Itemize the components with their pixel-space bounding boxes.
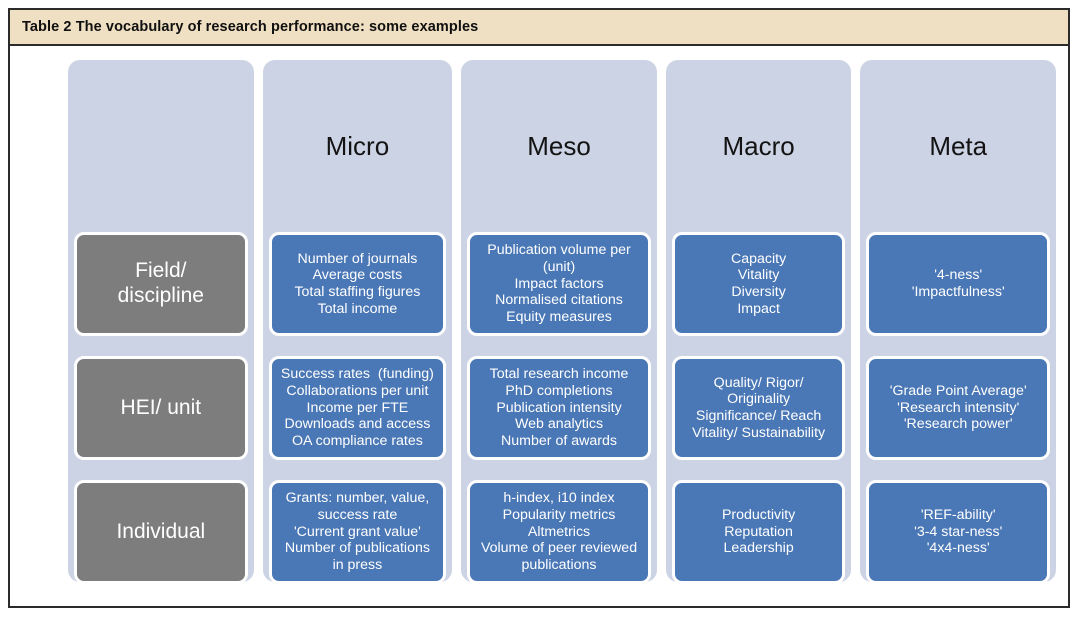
cell-line: Income per FTE <box>306 399 409 416</box>
cell-meso-field-discipline[interactable]: Publication volume per (unit) Impact fac… <box>467 232 651 336</box>
column-header-meta: Meta <box>929 130 988 161</box>
cell-line: Vitality <box>737 267 780 284</box>
cell-line: Popularity metrics <box>502 506 616 523</box>
row-slot: '4-ness' 'Impactfulness' <box>866 232 1051 336</box>
cell-line: Normalised citations <box>495 292 623 309</box>
cell-micro-hei-unit[interactable]: Success rates (funding) Collaborations p… <box>268 356 447 460</box>
column-macro: Macro Capacity Vitality Diversity Impact… <box>665 60 852 584</box>
cell-stack-micro: Number of journals Average costs Total s… <box>268 226 447 584</box>
matrix-grid: Field/ discipline HEI/ unit Individual <box>10 46 1068 606</box>
cell-line: Impact factors <box>514 275 604 292</box>
cell-line: 'Research power' <box>903 416 1013 433</box>
row-label-line: discipline <box>117 284 204 307</box>
cell-line: Altmetrics <box>527 523 591 540</box>
cell-line: 'Research intensity' <box>897 399 1020 416</box>
column-header-macro: Macro <box>722 130 795 161</box>
row-slot: 'REF-ability' '3-4 star-ness' '4x4-ness' <box>866 480 1051 584</box>
cell-line: Capacity <box>731 250 787 267</box>
row-slot: h-index, i10 index Popularity metrics Al… <box>467 480 651 584</box>
cell-macro-field-discipline[interactable]: Capacity Vitality Diversity Impact <box>671 232 846 336</box>
cell-line: Total income <box>317 300 398 317</box>
cell-line: Leadership <box>723 540 794 557</box>
cell-line: Collaborations per unit <box>286 382 429 399</box>
cell-line: 'Impactfulness' <box>911 284 1005 300</box>
cell-line: h-index, i10 index <box>503 490 615 507</box>
row-label-hei-unit[interactable]: HEI/ unit <box>74 356 248 460</box>
cell-line: Average costs <box>312 267 403 284</box>
column-header-meso: Meso <box>527 130 591 161</box>
cell-line: Volume of peer reviewed publications <box>480 540 638 574</box>
cell-line: Vitality/ Sustainability <box>692 424 826 441</box>
cell-line: Reputation <box>724 523 793 540</box>
cell-line: Number of journals <box>297 250 418 267</box>
cell-line: Publication intensity <box>496 399 622 416</box>
cell-line: Web analytics <box>514 416 604 433</box>
cell-line: Publication volume per (unit) <box>487 242 631 275</box>
cell-line: 'REF-ability' <box>920 506 996 523</box>
row-slot: HEI/ unit <box>74 356 248 460</box>
cell-meta-hei-unit[interactable]: 'Grade Point Average' 'Research intensit… <box>866 356 1051 460</box>
cell-line: PhD completions <box>505 382 613 399</box>
cell-line: Productivity <box>721 506 796 523</box>
row-slot: Productivity Reputation Leadership <box>671 480 846 584</box>
row-slot: Capacity Vitality Diversity Impact <box>671 232 846 336</box>
column-micro: Micro Number of journals Average costs T… <box>262 60 453 584</box>
column-row-labels: Field/ discipline HEI/ unit Individual <box>68 60 254 584</box>
cell-line: Quality/ Rigor/ Originality <box>713 374 804 408</box>
cell-macro-individual[interactable]: Productivity Reputation Leadership <box>671 480 846 584</box>
cell-meso-hei-unit[interactable]: Total research income PhD completions Pu… <box>467 356 651 460</box>
column-header-row-labels <box>74 66 248 226</box>
row-slot: Number of journals Average costs Total s… <box>268 232 447 336</box>
cell-line: Success rates (funding) <box>280 366 434 383</box>
cell-line: OA compliance rates <box>291 433 423 450</box>
table-caption-text: Table 2 The vocabulary of research perfo… <box>22 19 479 35</box>
row-label-line: Field/ <box>135 259 187 283</box>
cell-line: '3-4 star-ness' <box>914 523 1003 540</box>
cell-line: 'Grade Point Average' <box>889 382 1027 399</box>
cell-meta-field-discipline[interactable]: '4-ness' 'Impactfulness' <box>866 232 1051 336</box>
cell-stack-meso: Publication volume per (unit) Impact fac… <box>467 226 651 584</box>
row-label-line: HEI/ unit <box>120 395 202 419</box>
cell-line: '4x4-ness' <box>926 540 990 557</box>
cell-line: Downloads and access <box>284 416 431 433</box>
cell-stack-meta: '4-ness' 'Impactfulness' 'Grade Point Av… <box>866 226 1051 584</box>
row-slot: Quality/ Rigor/ Originality Significance… <box>671 356 846 460</box>
cell-line: Total staffing figures <box>294 284 421 300</box>
column-header-micro: Micro <box>325 130 390 161</box>
cell-macro-hei-unit[interactable]: Quality/ Rigor/ Originality Significance… <box>671 356 846 460</box>
row-slot: Field/ discipline <box>74 232 248 336</box>
row-slot: Total research income PhD completions Pu… <box>467 356 651 460</box>
cell-line: Number of publications in press <box>284 540 430 574</box>
cell-stack-macro: Capacity Vitality Diversity Impact Quali… <box>671 226 846 584</box>
row-label-individual[interactable]: Individual <box>74 480 248 584</box>
cell-line: 'Current grant value' <box>293 523 421 540</box>
column-meta: Meta '4-ness' 'Impactfulness' 'Grade Poi… <box>860 60 1057 584</box>
row-slot: Publication volume per (unit) Impact fac… <box>467 232 651 336</box>
row-slot: 'Grade Point Average' 'Research intensit… <box>866 356 1051 460</box>
cell-line: Grants: number, value, success rate <box>285 490 430 523</box>
row-label-field-discipline[interactable]: Field/ discipline <box>74 232 248 336</box>
cell-line: Diversity <box>731 284 786 300</box>
cell-line: Number of awards <box>501 433 617 450</box>
table-frame: Table 2 The vocabulary of research perfo… <box>8 8 1070 608</box>
cell-line: Total research income <box>489 366 629 383</box>
cell-line: Significance/ Reach <box>695 408 822 424</box>
cell-meta-individual[interactable]: 'REF-ability' '3-4 star-ness' '4x4-ness' <box>866 480 1051 584</box>
row-slot: Success rates (funding) Collaborations p… <box>268 356 447 460</box>
cell-line: '4-ness' <box>934 267 983 284</box>
cell-micro-individual[interactable]: Grants: number, value, success rate 'Cur… <box>268 480 447 584</box>
row-slot: Grants: number, value, success rate 'Cur… <box>268 480 447 584</box>
row-slot: Individual <box>74 480 248 584</box>
cell-stack-row-labels: Field/ discipline HEI/ unit Individual <box>74 226 248 584</box>
table-caption: Table 2 The vocabulary of research perfo… <box>10 10 1068 46</box>
column-meso: Meso Publication volume per (unit) Impac… <box>461 60 657 584</box>
cell-meso-individual[interactable]: h-index, i10 index Popularity metrics Al… <box>467 480 651 584</box>
cell-line: Equity measures <box>506 309 612 326</box>
cell-line: Impact <box>737 300 780 317</box>
cell-micro-field-discipline[interactable]: Number of journals Average costs Total s… <box>268 232 447 336</box>
row-label-line: Individual <box>116 519 206 543</box>
